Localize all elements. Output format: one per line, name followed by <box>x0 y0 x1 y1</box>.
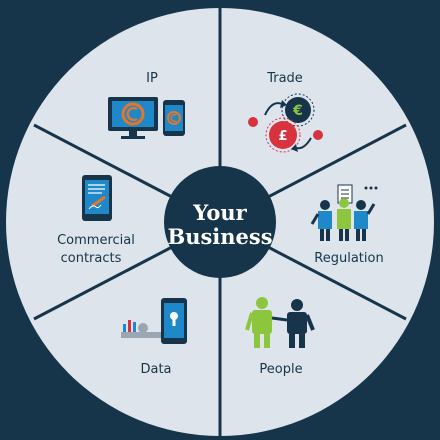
segment-data[interactable]: Data <box>121 298 187 377</box>
segment-commercial-contracts[interactable]: Commercial contracts <box>57 175 135 266</box>
segment-trade[interactable]: Trade € £ <box>248 71 323 153</box>
key-phone-lock-icon <box>121 298 187 344</box>
svg-text:€: € <box>292 103 303 119</box>
segment-data-label: Data <box>140 362 171 377</box>
segment-regulation-label: Regulation <box>314 251 383 266</box>
currency-exchange-icon: € £ <box>248 93 323 153</box>
people-presenting-icon <box>310 184 378 241</box>
two-people-icon <box>245 297 315 348</box>
svg-text:£: £ <box>278 129 287 144</box>
tablet-signature-icon <box>82 175 112 221</box>
segment-commercial-label-line2: contracts <box>61 251 122 266</box>
segment-trade-label: Trade <box>266 71 303 86</box>
segment-people-label: People <box>259 362 302 377</box>
wheel-dividers <box>33 8 407 436</box>
segment-ip-label: IP <box>146 71 158 86</box>
segment-commercial-label-line1: Commercial <box>57 233 135 248</box>
segment-ip[interactable]: IP <box>108 71 185 139</box>
center-title-line2: Business <box>167 224 272 249</box>
center-title-line1: Your <box>192 200 247 225</box>
center-hub: Your Business <box>164 166 276 278</box>
segment-regulation[interactable]: Regulation <box>310 184 384 266</box>
copyright-screens-icon <box>108 97 185 139</box>
segment-people[interactable]: People <box>245 297 315 377</box>
center-circle <box>164 166 276 278</box>
